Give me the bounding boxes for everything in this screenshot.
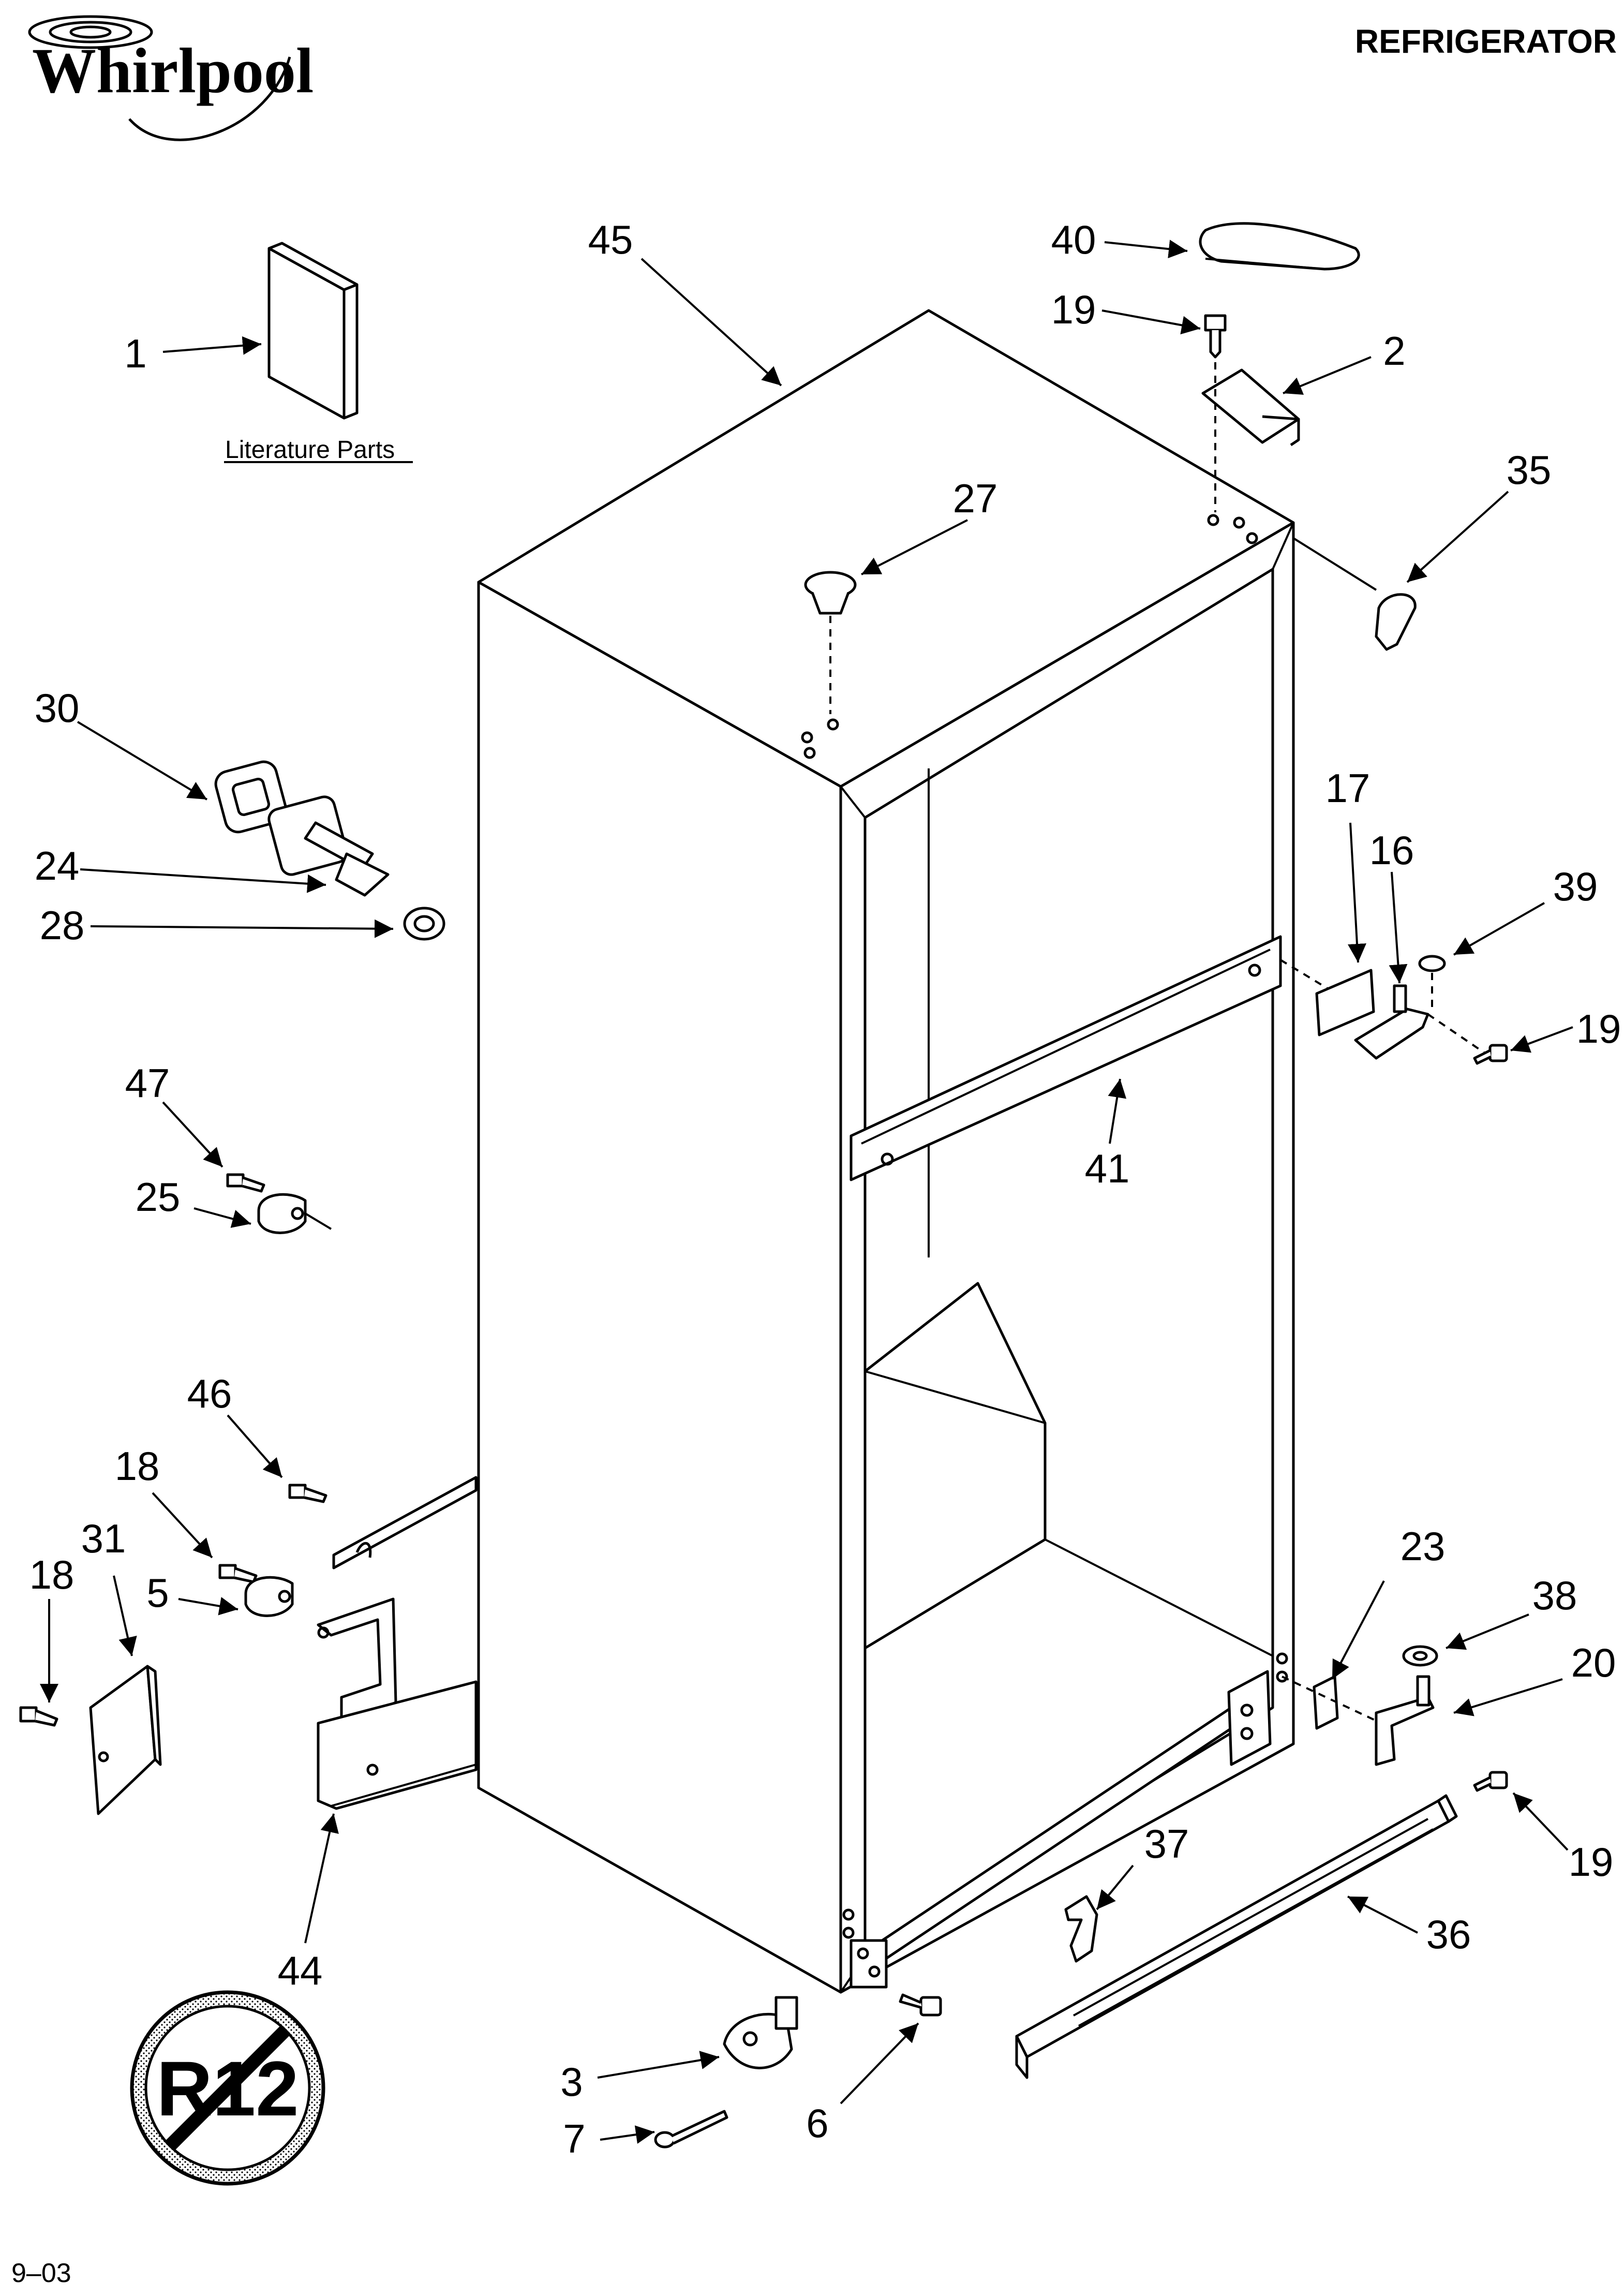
callout-28: 28 <box>40 902 85 948</box>
callout-7: 7 <box>563 2116 585 2161</box>
callout-36: 36 <box>1426 1912 1471 1957</box>
bracket-clamp <box>244 1576 294 1617</box>
bottom-hinge-washer <box>1402 1645 1438 1667</box>
hinge-cover <box>1199 222 1360 271</box>
bracket-screw <box>288 1484 327 1503</box>
upper-screw <box>218 1564 258 1583</box>
callout-41: 41 <box>1085 1146 1130 1191</box>
callout-leaders <box>40 240 1573 2144</box>
middle-hinge-screw <box>1473 1044 1508 1065</box>
callout-3: 3 <box>560 2059 583 2105</box>
top-hinge-screw <box>1204 314 1227 359</box>
logo-swoosh <box>128 56 291 141</box>
divider-bar <box>850 935 1282 1181</box>
callout-37: 37 <box>1144 1821 1189 1867</box>
lower-screw <box>19 1706 58 1727</box>
bottom-hinge-screw <box>1473 1771 1508 1792</box>
mounting-bracket <box>317 1476 478 1810</box>
callout-46: 46 <box>187 1371 232 1416</box>
corner-bracket <box>850 1939 888 1989</box>
no-r12-symbol: R12 <box>130 1990 325 2186</box>
grille-clip <box>1064 1895 1098 1963</box>
callout-38: 38 <box>1532 1573 1577 1618</box>
leveling-bracket <box>723 1996 798 2069</box>
cabinet-plug <box>804 571 857 714</box>
leveling-screw <box>899 1993 942 2017</box>
callout-17: 17 <box>1325 765 1370 811</box>
liner-step <box>863 1282 1047 1650</box>
callout-5: 5 <box>146 1570 169 1616</box>
toe-grille <box>1015 1794 1458 2079</box>
callout-44: 44 <box>278 1948 323 1993</box>
callout-25: 25 <box>136 1174 181 1220</box>
callout-35: 35 <box>1507 447 1552 493</box>
clamp-screw <box>226 1173 265 1193</box>
literature-parts-label: Literature Parts <box>225 436 395 464</box>
callout-19-bottom: 19 <box>1569 1839 1614 1885</box>
callout-1: 1 <box>124 331 146 376</box>
callout-18-lower: 18 <box>29 1552 75 1597</box>
callout-numbers: 1 45 40 19 2 35 27 30 24 28 17 16 39 19 … <box>29 217 1621 2161</box>
callout-16: 16 <box>1369 827 1414 873</box>
bottom-hinge <box>1375 1696 1435 1766</box>
callout-45: 45 <box>588 217 633 262</box>
hinge-pin-cover <box>1375 593 1417 651</box>
callout-23: 23 <box>1400 1523 1446 1569</box>
side-cover <box>89 1665 157 1815</box>
literature-parts: Literature Parts <box>224 242 413 464</box>
callout-39: 39 <box>1553 864 1598 909</box>
top-holes <box>801 514 1258 759</box>
grommet <box>214 760 288 834</box>
hinge-spacer <box>1313 1675 1339 1730</box>
callout-19-middle: 19 <box>1576 1006 1621 1051</box>
callout-20: 20 <box>1571 1640 1616 1685</box>
callout-24: 24 <box>35 843 80 888</box>
whirlpool-logo: Whirlpool <box>28 15 314 141</box>
callout-30: 30 <box>35 685 80 731</box>
tube-clamp <box>257 1193 332 1234</box>
brand-name: Whirlpool <box>32 35 314 106</box>
top-hinge <box>1201 368 1300 444</box>
callout-6: 6 <box>806 2100 828 2146</box>
callout-47: 47 <box>125 1060 170 1106</box>
cabinet-side <box>477 581 842 1994</box>
water-tube-fitting <box>267 795 390 897</box>
swirl-icon <box>28 15 153 49</box>
middle-hinge-shim <box>1315 969 1375 1036</box>
callout-18-upper: 18 <box>115 1443 160 1489</box>
hinge-washer <box>1418 955 1446 972</box>
nut <box>403 907 445 941</box>
bottom-hinge-mount <box>1227 1652 1288 1766</box>
page-title: REFRIGERATOR <box>1355 23 1617 60</box>
callout-40: 40 <box>1051 217 1096 262</box>
date-code: 9–03 <box>11 2258 71 2288</box>
middle-hinge <box>1354 1008 1429 1060</box>
callout-31: 31 <box>81 1516 126 1561</box>
callout-27: 27 <box>953 476 998 521</box>
callout-2: 2 <box>1383 328 1405 374</box>
leveling-pin <box>654 2110 728 2149</box>
cabinet-assembly <box>477 309 1295 1994</box>
callout-19-top: 19 <box>1051 287 1096 332</box>
